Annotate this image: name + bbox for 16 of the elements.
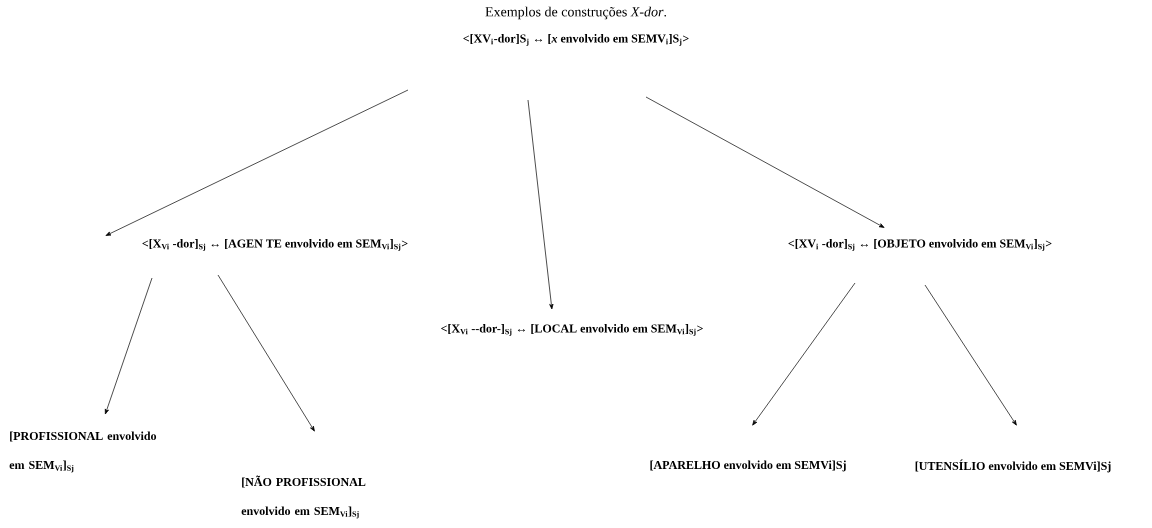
- arrow: [645, 96, 885, 228]
- construction-text: [APARELHO envolvido em SEMVi]Sj: [650, 460, 846, 472]
- arrow: [104, 277, 153, 415]
- construction-text: <[X$_{Vi}$ -dor]$_{Sj}$ ↔ [AGEN TE envolvido em SEM$_{Vi}$]$_{Sj}$>: [142, 239, 408, 251]
- construction-text: <[XV$_{i}$-dor]S$_{j}$ ↔ [x envolvido em SEMV$_{i}$]S$_{j}$>: [463, 34, 689, 46]
- diagram-title: Exemplos de construções X-dor.: [485, 6, 667, 20]
- construction-text: [PROFISSIONAL envolvido em SEM$_{Vi}$]$_{Sj}$: [9, 431, 157, 473]
- construction-text: [UTENSÍLIO envolvido em SEMVi]Sj: [915, 459, 1111, 473]
- arrow: [924, 284, 1017, 426]
- construction-text: <[X$_{Vi}$ --dor-]$_{Sj}$ ↔ [LOCAL envolvido em SEM$_{Vi}$]$_{Sj}$>: [441, 324, 703, 336]
- construction-text: <[XV$_{i}$ -dor]$_{Sj}$ ↔ [OBJETO envolvido em SEM$_{Vi}$]$_{Sj}$>: [788, 239, 1052, 251]
- arrow: [217, 274, 315, 432]
- construction-text: [NÃO PROFISSIONAL envolvido em SEM$_{Vi}$]$_{Sj}$: [241, 475, 366, 519]
- arrow: [752, 282, 856, 426]
- arrow: [105, 89, 409, 236]
- arrow: [527, 99, 554, 310]
